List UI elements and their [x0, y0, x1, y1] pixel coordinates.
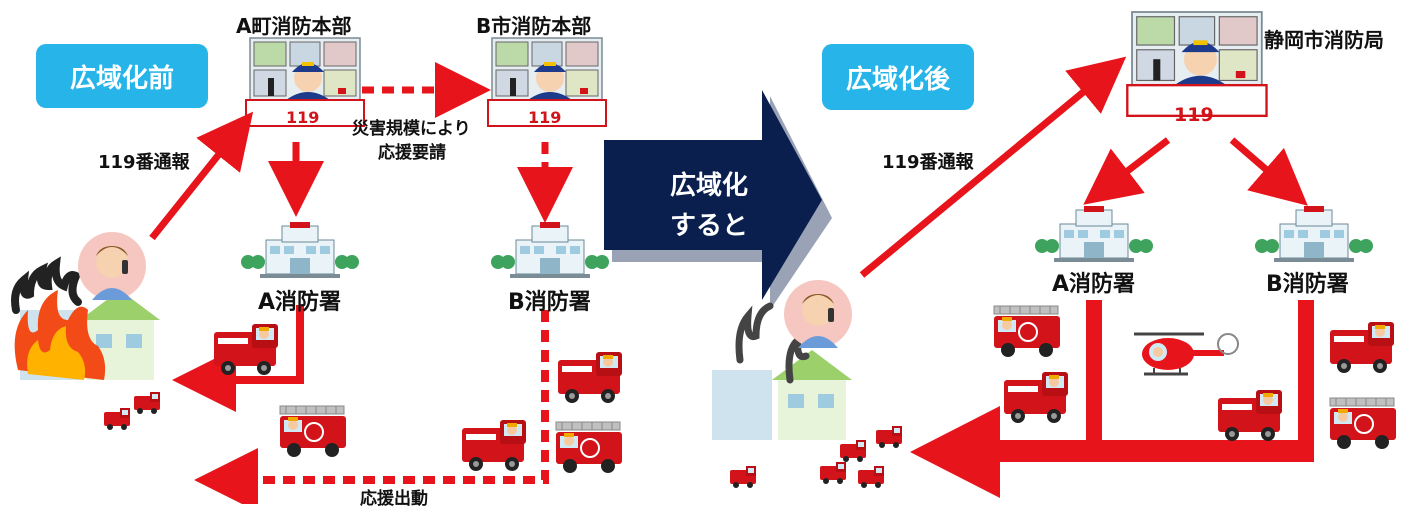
hq-to-station-b-arrow	[1229, 137, 1308, 206]
caller-person-after	[784, 280, 852, 348]
station-b-after-label: B消防署	[1266, 272, 1349, 297]
station-b-label: B消防署	[508, 290, 591, 315]
helicopter	[1132, 332, 1240, 376]
call-arrow-after	[859, 56, 1127, 278]
caller-person-before	[78, 232, 146, 300]
transition-arrow	[604, 90, 822, 300]
truck-station-b-2	[558, 352, 622, 403]
badge-before: 広域化前	[36, 44, 208, 108]
station-a-dispatch-arrow	[172, 305, 304, 412]
station-a-after-label: A消防署	[1052, 272, 1136, 297]
hq-a-sign: 119	[286, 108, 320, 127]
station-b-building	[490, 221, 610, 279]
truck-after-a	[1004, 372, 1068, 423]
combined-dispatch-arrow	[910, 300, 1314, 498]
ladder-truck-after-a	[993, 305, 1061, 358]
hq-shizuoka-sign: 119	[1174, 104, 1214, 126]
request-label-line1: 災害規模により	[352, 119, 471, 139]
hq-shizuoka-illustration	[1126, 10, 1268, 118]
station-a-after-building	[1034, 205, 1154, 263]
truck-station-a	[214, 324, 278, 375]
station-b-after-building	[1254, 205, 1374, 263]
ladder-truck-after-b	[1329, 397, 1397, 450]
call-arrow-before	[149, 111, 254, 241]
truck-after-b-1	[1218, 390, 1282, 441]
transition-text-line2: すると	[669, 211, 748, 241]
hq-shizuoka-label: 静岡市消防局	[1264, 28, 1384, 52]
transition-text-line1: 広域化	[669, 171, 748, 201]
station-a-label: A消防署	[258, 290, 342, 315]
ladder-truck-b	[555, 421, 623, 474]
hq-b-label: B市消防本部	[476, 14, 592, 38]
call-label-after: 119番通報	[882, 152, 974, 173]
badge-after: 広域化後	[822, 44, 974, 110]
request-label-line2: 応援要請	[378, 143, 446, 163]
station-a-building	[240, 221, 360, 279]
mini-trucks-before	[104, 392, 160, 430]
support-dispatch-label: 応援出動	[360, 489, 428, 509]
station-b-dispatch-arrow	[194, 310, 549, 504]
hq-to-station-a-arrow	[1083, 137, 1171, 205]
truck-after-b-2	[1330, 322, 1394, 373]
call-label-before: 119番通報	[98, 152, 190, 173]
hq-b-sign: 119	[528, 108, 562, 127]
ladder-truck-a	[279, 405, 347, 458]
truck-station-b-1	[462, 420, 526, 471]
hq-a-label: A町消防本部	[236, 14, 352, 38]
